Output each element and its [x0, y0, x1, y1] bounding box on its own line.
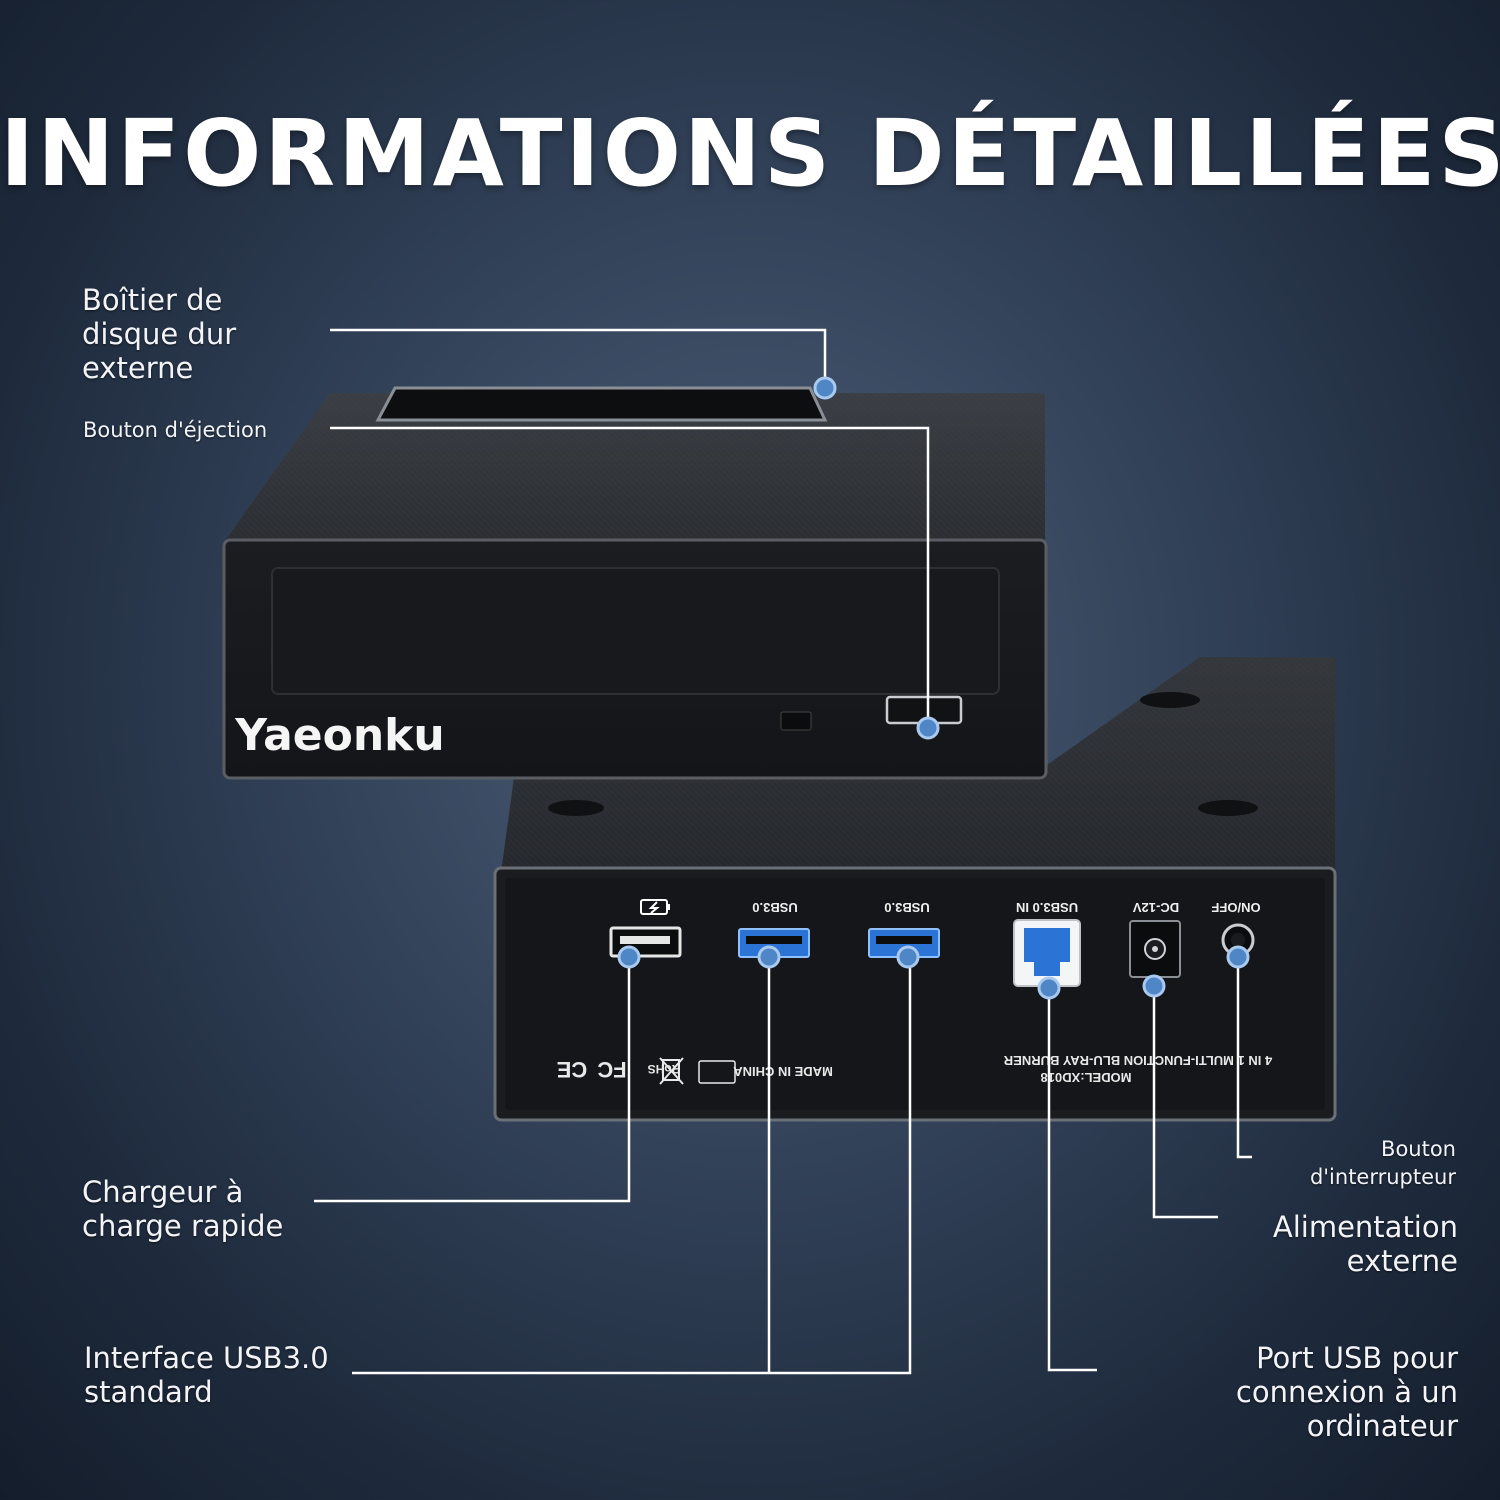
callout-usb-standard: Interface USB3.0 standard	[84, 1341, 329, 1409]
port-label-dc: DC-12V	[1133, 900, 1180, 915]
callout-dot	[617, 945, 641, 969]
fc-mark: FC	[597, 1057, 626, 1082]
ce-mark: CE	[557, 1057, 588, 1082]
callout-dots	[617, 376, 1250, 1000]
rubber-foot	[1140, 692, 1200, 708]
callout-pc-port: Port USB pour connexion à un ordinateur	[1235, 1341, 1458, 1443]
callout-lines	[314, 328, 1252, 1375]
port-label-usb1: USB3.0	[752, 900, 798, 915]
callout-eject: Bouton d'éjection	[83, 418, 268, 442]
weee-icon	[659, 1057, 684, 1085]
status-led	[780, 711, 812, 731]
callout-dot	[1037, 976, 1061, 1000]
callout-dot	[757, 945, 781, 969]
callout-line-power	[1152, 986, 1218, 1219]
charging-battery-icon	[640, 899, 670, 915]
callout-line-pc-port	[1047, 988, 1097, 1372]
rubber-foot	[548, 800, 604, 816]
callout-line-enclosure	[330, 328, 827, 388]
port-label-onoff: ON/OFF	[1211, 900, 1260, 915]
made-in-label: MADE IN CHINA	[733, 1064, 833, 1079]
callout-dot	[896, 945, 920, 969]
callout-enclosure: Boîtier de disque dur externe	[82, 283, 237, 385]
rubber-foot	[1198, 800, 1258, 816]
callout-power-switch: Bouton d'interrupteur	[1309, 1137, 1456, 1189]
callout-line-switch	[1236, 957, 1252, 1159]
port-label-usb-in: USB3.0 IN	[1016, 900, 1078, 915]
callout-line-charger	[314, 957, 631, 1203]
callout-line-usb-standard	[352, 957, 912, 1375]
front-enclosure	[222, 386, 1048, 780]
port-label-usb2: USB3.0	[884, 900, 930, 915]
drive-slot	[375, 386, 828, 422]
page-title: INFORMATIONS DÉTAILLÉES	[0, 100, 1500, 207]
callout-line-eject	[330, 426, 930, 728]
callout-external-power: Alimentation externe	[1272, 1210, 1458, 1278]
brand-logo: Yaeonku	[234, 710, 445, 761]
callout-dot	[1226, 945, 1250, 969]
model-number: MODEL:XD018	[1040, 1070, 1131, 1085]
callout-dot	[916, 716, 940, 740]
rear-enclosure	[493, 657, 1337, 1122]
callout-fast-charger: Chargeur à charge rapide	[82, 1175, 284, 1243]
drive-bay-panel	[271, 567, 1000, 695]
callout-dot	[813, 376, 837, 400]
callout-dot	[1142, 974, 1166, 998]
product-description: 4 IN 1 MULTI-FUNCTION BLU-RAY BURNER	[1003, 1053, 1272, 1068]
